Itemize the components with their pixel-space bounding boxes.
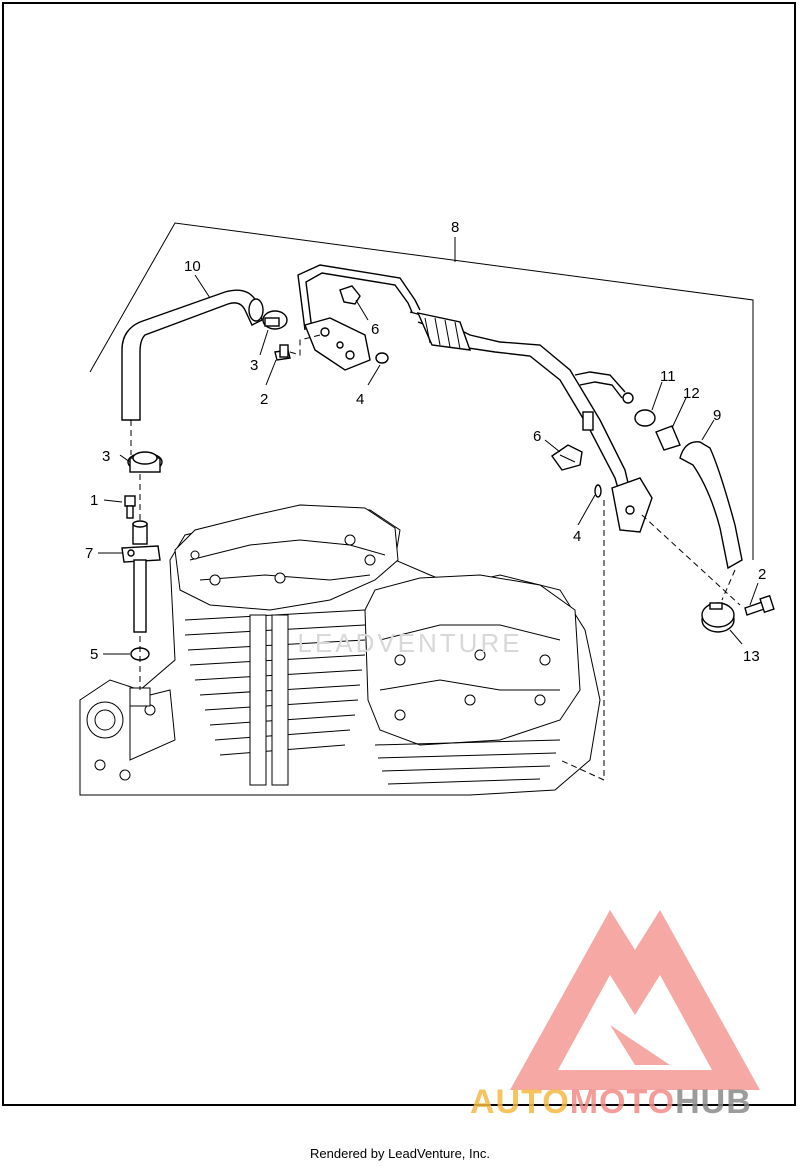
assembly-dashed-lines <box>130 334 741 781</box>
callout-10: 10 <box>184 258 201 275</box>
footer-credit: Rendered by LeadVenture, Inc. <box>310 1146 490 1161</box>
callout-2-lower: 2 <box>758 566 766 583</box>
breather-tube-7 <box>121 520 161 633</box>
lower-line-flange <box>611 477 653 533</box>
clamp-3-lower <box>127 451 163 473</box>
callout-numbers: 8 10 6 3 2 4 11 12 9 6 3 1 7 5 4 2 13 <box>85 219 766 665</box>
callout-11: 11 <box>660 368 676 385</box>
bolt-2-right <box>744 594 775 616</box>
brand-logo-icon: AUTOMOTOHUB <box>470 910 760 1121</box>
brand-watermark: AUTOMOTOHUB <box>470 905 796 1121</box>
callout-4-lower: 4 <box>573 528 581 545</box>
assembly-outline <box>89 222 754 560</box>
hose-clamp-13 <box>701 602 735 633</box>
svg-text:AUTOMOTOHUB: AUTOMOTOHUB <box>470 1083 752 1120</box>
diagram-border <box>2 2 796 1106</box>
callout-6-lower: 6 <box>533 428 541 445</box>
callout-2-upper: 2 <box>260 391 268 408</box>
brand-auto: AUTO <box>470 1083 570 1120</box>
brand-hub: HUB <box>675 1083 752 1120</box>
clip-6-upper <box>339 285 361 305</box>
callout-5: 5 <box>90 646 98 663</box>
callout-13: 13 <box>743 648 760 665</box>
callout-3-upper: 3 <box>250 357 258 374</box>
rear-cylinder-fins <box>374 739 561 785</box>
clamp-11 <box>634 409 656 427</box>
callout-3-lower: 3 <box>102 448 110 465</box>
o-ring-4-upper <box>375 352 389 364</box>
callout-9: 9 <box>713 407 721 424</box>
hose-9 <box>679 441 743 570</box>
o-ring-4-lower <box>594 484 602 498</box>
callout-6-upper: 6 <box>371 321 379 338</box>
callout-1: 1 <box>90 492 98 509</box>
callout-7: 7 <box>85 545 93 562</box>
brand-moto: MOTO <box>570 1083 675 1120</box>
leader-lines <box>98 237 759 655</box>
screw-1 <box>124 495 136 519</box>
watermark-text: LEADVENTURE <box>297 628 522 658</box>
callout-4-upper: 4 <box>356 391 364 408</box>
clamp-3-upper <box>262 310 288 330</box>
callout-12: 12 <box>683 385 700 402</box>
callout-8: 8 <box>451 219 459 236</box>
hose-10 <box>121 289 263 421</box>
bolt-2-left <box>274 344 291 361</box>
fitting-12 <box>655 425 681 451</box>
engine-illustration <box>79 504 601 796</box>
